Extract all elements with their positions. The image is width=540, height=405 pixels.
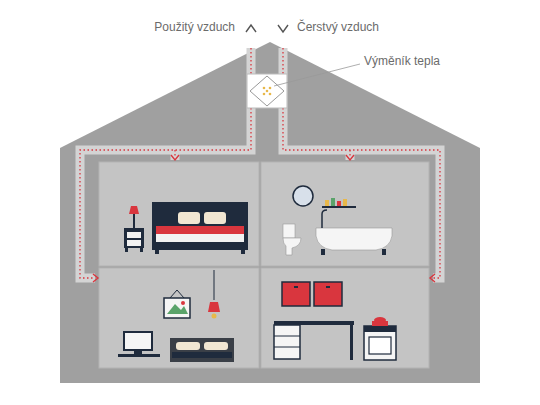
airflow-arrows [93,155,435,282]
bedroom [124,202,248,254]
used-air-label: Použitý vzduch [154,20,235,34]
rooms [99,162,429,368]
heat-exchanger [247,74,287,108]
house-outline [60,42,480,383]
leader-line [274,64,360,86]
bathroom [283,186,392,255]
kitchen [274,282,396,360]
direction-arrows [246,25,288,32]
heat-exchanger-label: Výměník tepla [364,54,440,68]
fresh-air-label: Čerstvý vzduch [297,20,379,34]
living-room [118,270,234,362]
ducts [80,48,440,278]
airflow-lines [80,48,440,278]
